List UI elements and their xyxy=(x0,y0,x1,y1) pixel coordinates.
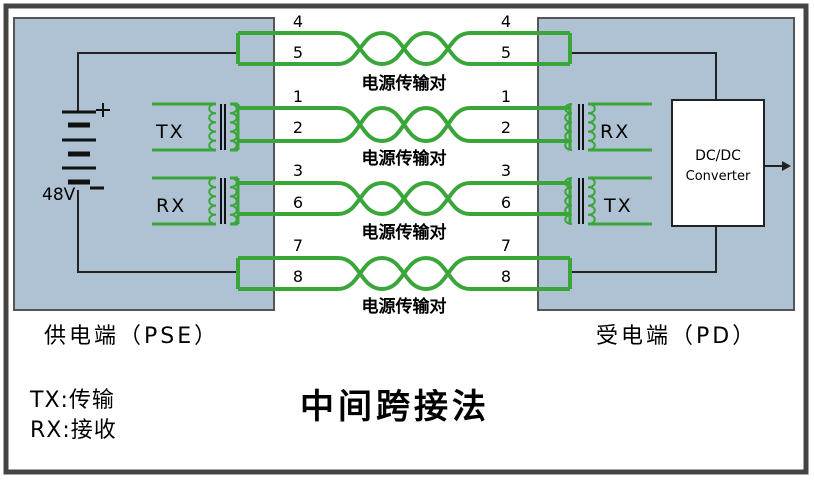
pse-panel xyxy=(13,17,275,311)
pair-caption-1: 电源传输对 xyxy=(362,73,447,94)
left-rx-chip-coil xyxy=(208,177,217,225)
pin-right-7: 7 xyxy=(501,236,511,255)
pin-left-4: 4 xyxy=(293,12,303,31)
legend-tx: TX:传输 xyxy=(30,388,115,413)
pair-1-2-twist-b xyxy=(337,105,471,144)
pin-left-6: 6 xyxy=(293,193,303,212)
pin-left-2: 2 xyxy=(293,118,303,137)
transformer-cores xyxy=(220,104,584,224)
battery-wiring xyxy=(77,52,238,273)
converter-block xyxy=(570,52,791,273)
left-tx-line-coil xyxy=(229,103,238,151)
output-arrow-icon xyxy=(782,161,791,171)
pair-7-8-twist-b xyxy=(337,255,471,292)
pin-right-5: 5 xyxy=(501,43,511,62)
right-rx-label: RX xyxy=(600,121,630,143)
pin-right-2: 2 xyxy=(501,118,511,137)
pair-caption-4: 电源传输对 xyxy=(362,296,447,317)
pin-left-7: 7 xyxy=(293,236,303,255)
converter-line1: DC/DC xyxy=(695,148,741,164)
pin-left-5: 5 xyxy=(293,43,303,62)
pin-right-6: 6 xyxy=(501,193,511,212)
right-rx-line-coil xyxy=(564,103,573,151)
right-tx-chip-coil xyxy=(587,177,596,225)
pin-right-4: 4 xyxy=(501,12,511,31)
diagram-title: 中间跨接法 xyxy=(300,387,490,427)
pair-4-5-twist-b xyxy=(337,30,471,67)
pin-left-8: 8 xyxy=(293,267,303,286)
coil-group xyxy=(208,103,596,225)
left-tx-chip-coil xyxy=(208,103,217,151)
right-tx-line-coil xyxy=(564,177,573,225)
wire-group xyxy=(152,31,652,291)
twisted-pairs xyxy=(337,30,471,292)
pair-3-6-twist-b xyxy=(337,180,471,217)
pin-right-3: 3 xyxy=(501,161,511,180)
pair-caption-2: 电源传输对 xyxy=(362,148,447,169)
pin-right-1: 1 xyxy=(501,87,511,106)
left-rx-line-coil xyxy=(229,177,238,225)
pin-left-3: 3 xyxy=(293,161,303,180)
left-rx-label: RX xyxy=(156,195,186,217)
legend-rx: RX:接收 xyxy=(30,418,117,443)
converter-line2: Converter xyxy=(686,169,751,184)
pair-caption-3: 电源传输对 xyxy=(362,222,447,243)
pin-left-1: 1 xyxy=(293,87,303,106)
right-rx-chip-coil xyxy=(587,103,596,151)
left-tx-label: TX xyxy=(155,121,185,143)
voltage-label: 48V xyxy=(42,185,76,205)
pin-right-8: 8 xyxy=(501,267,511,286)
pse-label: 供电端（PSE） xyxy=(44,324,220,349)
battery-icon xyxy=(62,103,110,190)
right-tx-label: TX xyxy=(603,195,633,217)
pd-label: 受电端（PD） xyxy=(596,324,758,349)
